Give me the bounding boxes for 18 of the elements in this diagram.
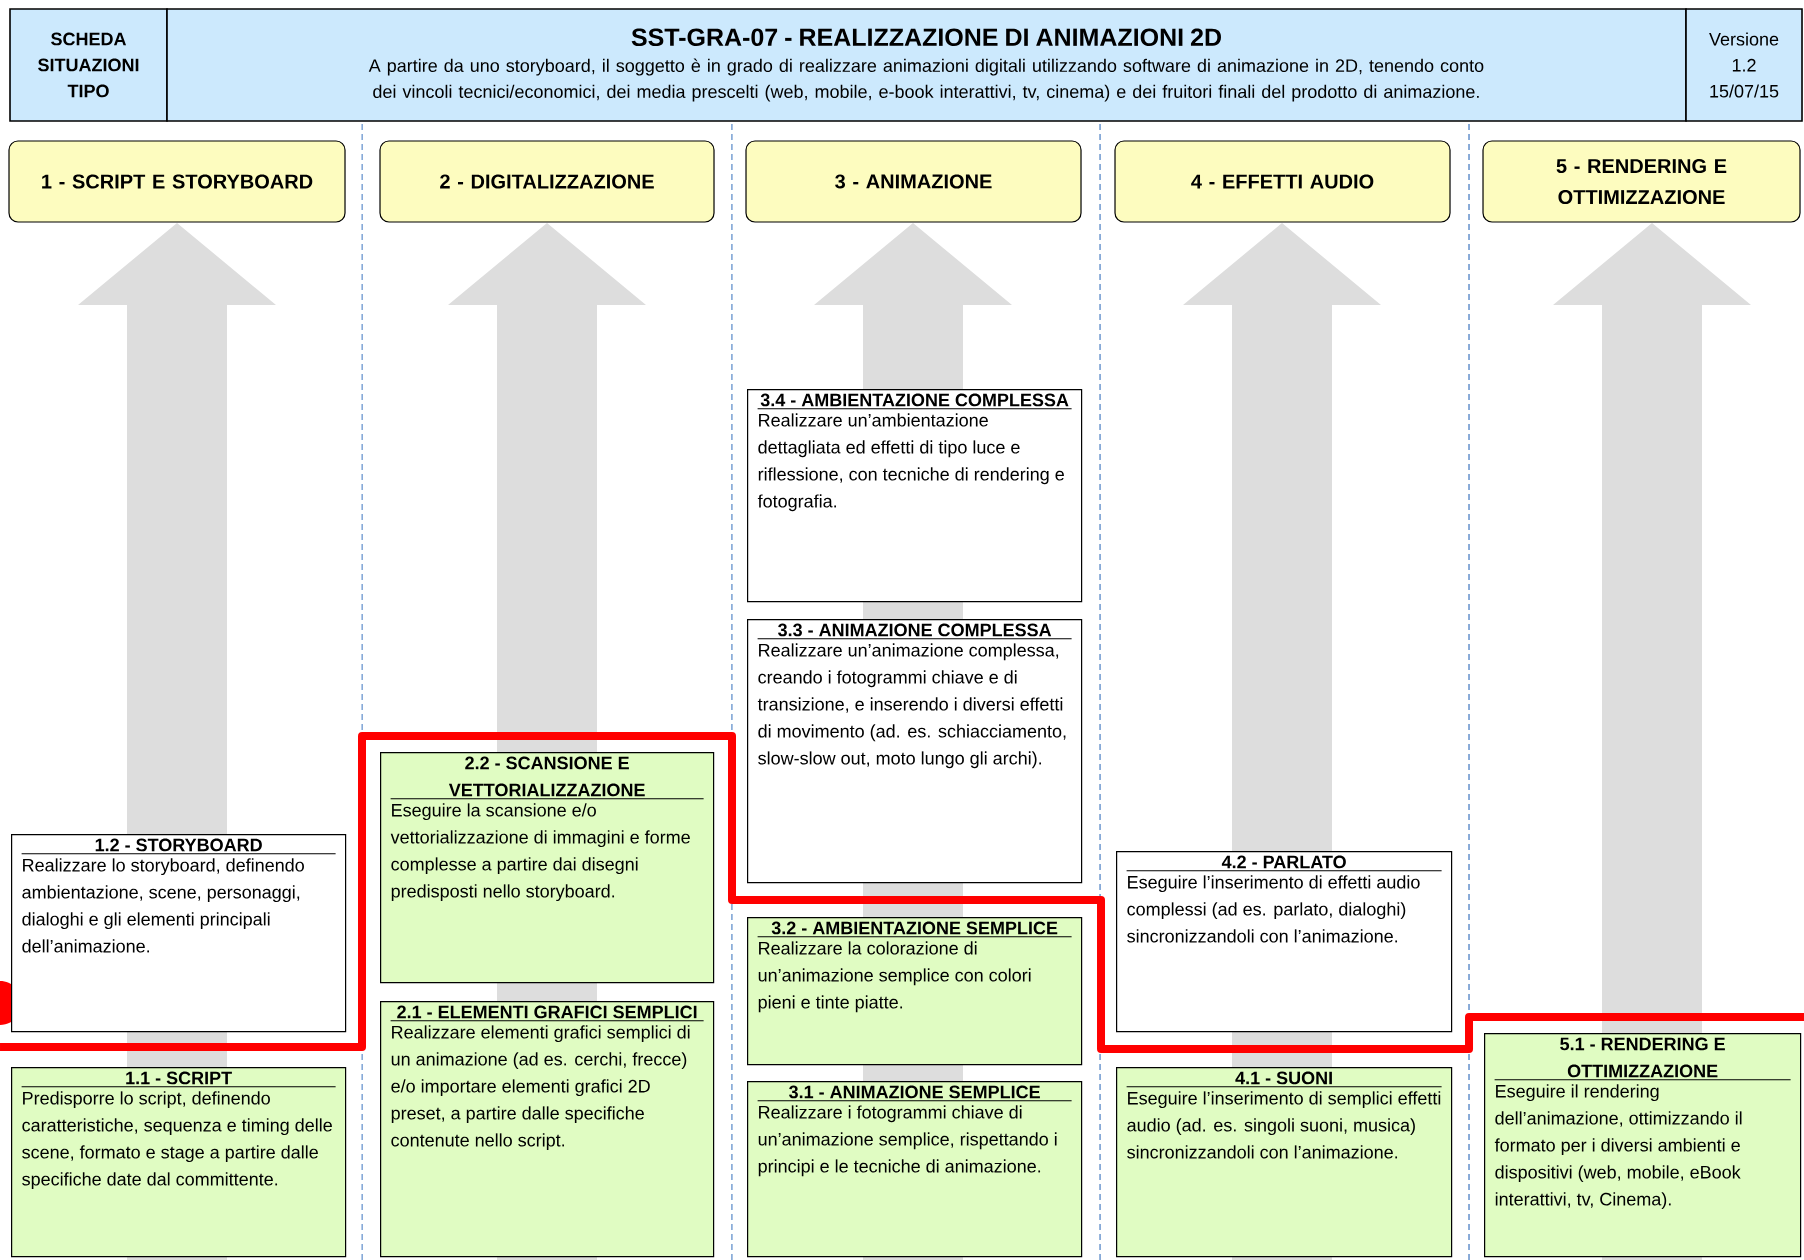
header-cell: Versione 1.2 15/07/15: [1685, 8, 1803, 122]
phase-box: 2 - DIGITALIZZAZIONE: [379, 140, 715, 223]
task-box: 3.3 - ANIMAZIONE COMPLESSA Realizzare un’animazione complessa, creando i fotogrammi chiave e di transizione, e inserendo i diversi effetti di movimento (ad. es. schiacciamento, slow-slow out, moto lungo gli archi).: [747, 619, 1083, 884]
phase-box: 5 - RENDERING E OTTIMIZZAZIONE: [1482, 140, 1801, 223]
task-box: 5.1 - RENDERING E OTTIMIZZAZIONE Eseguire il rendering dell’animazione, ottimizzando il formato per i diversi ambienti e dispositivi (web, mobile, eBook interattivi, tv, Cinema).: [1484, 1033, 1802, 1258]
task-box: 3.1 - ANIMAZIONE SEMPLICE Realizzare i fotogrammi chiave di un’animazione semplice, rispettando i principi e le tecniche di animazione.: [747, 1081, 1083, 1258]
phase-box: 3 - ANIMAZIONE: [745, 140, 1082, 223]
header-cell: SCHEDA SITUAZIONI TIPO: [9, 8, 168, 122]
phase-box: 4 - EFFETTI AUDIO: [1114, 140, 1451, 223]
phase-box: 1 - SCRIPT E STORYBOARD: [8, 140, 346, 223]
task-box: 2.1 - ELEMENTI GRAFICI SEMPLICI Realizzare elementi grafici semplici di un animazione (ad es. cerchi, frecce) e/o importare elementi grafici 2D preset, a partire dalle specifiche contenute nello script.: [380, 1001, 715, 1258]
task-box: 2.2 - SCANSIONE E VETTORIALIZZAZIONE Eseguire la scansione e/o vettorializzazione di immagini e forme complesse a partire dai disegni predisposti nello storyboard.: [380, 752, 715, 984]
task-box: 4.1 - SUONI Eseguire l’inserimento di semplici effetti audio (ad. es. singoli suoni, musica) sincronizzandoli con l’animazione.: [1116, 1067, 1453, 1258]
task-box: 1.1 - SCRIPT Predisporre lo script, definendo caratteristiche, sequenza e timing delle scene, formato e stage a partire dalle specifiche date dal committente.: [11, 1067, 347, 1258]
task-box: 4.2 - PARLATO Eseguire l’inserimento di effetti audio complessi (ad es. parlato, dialoghi) sincronizzandoli con l’animazione.: [1116, 851, 1453, 1033]
task-box: 1.2 - STORYBOARD Realizzare lo storyboard, definendo ambientazione, scene, personaggi, dialoghi e gli elementi principali dell’animazione.: [11, 834, 347, 1033]
task-box: 3.4 - AMBIENTAZIONE COMPLESSA Realizzare un’ambientazione dettagliata ed effetti di tipo luce e riflessione, con tecniche di rendering e fotografia.: [747, 389, 1083, 603]
task-box: 3.2 - AMBIENTAZIONE SEMPLICE Realizzare la colorazione di un’animazione semplice con colori pieni e tinte piatte.: [747, 917, 1083, 1066]
